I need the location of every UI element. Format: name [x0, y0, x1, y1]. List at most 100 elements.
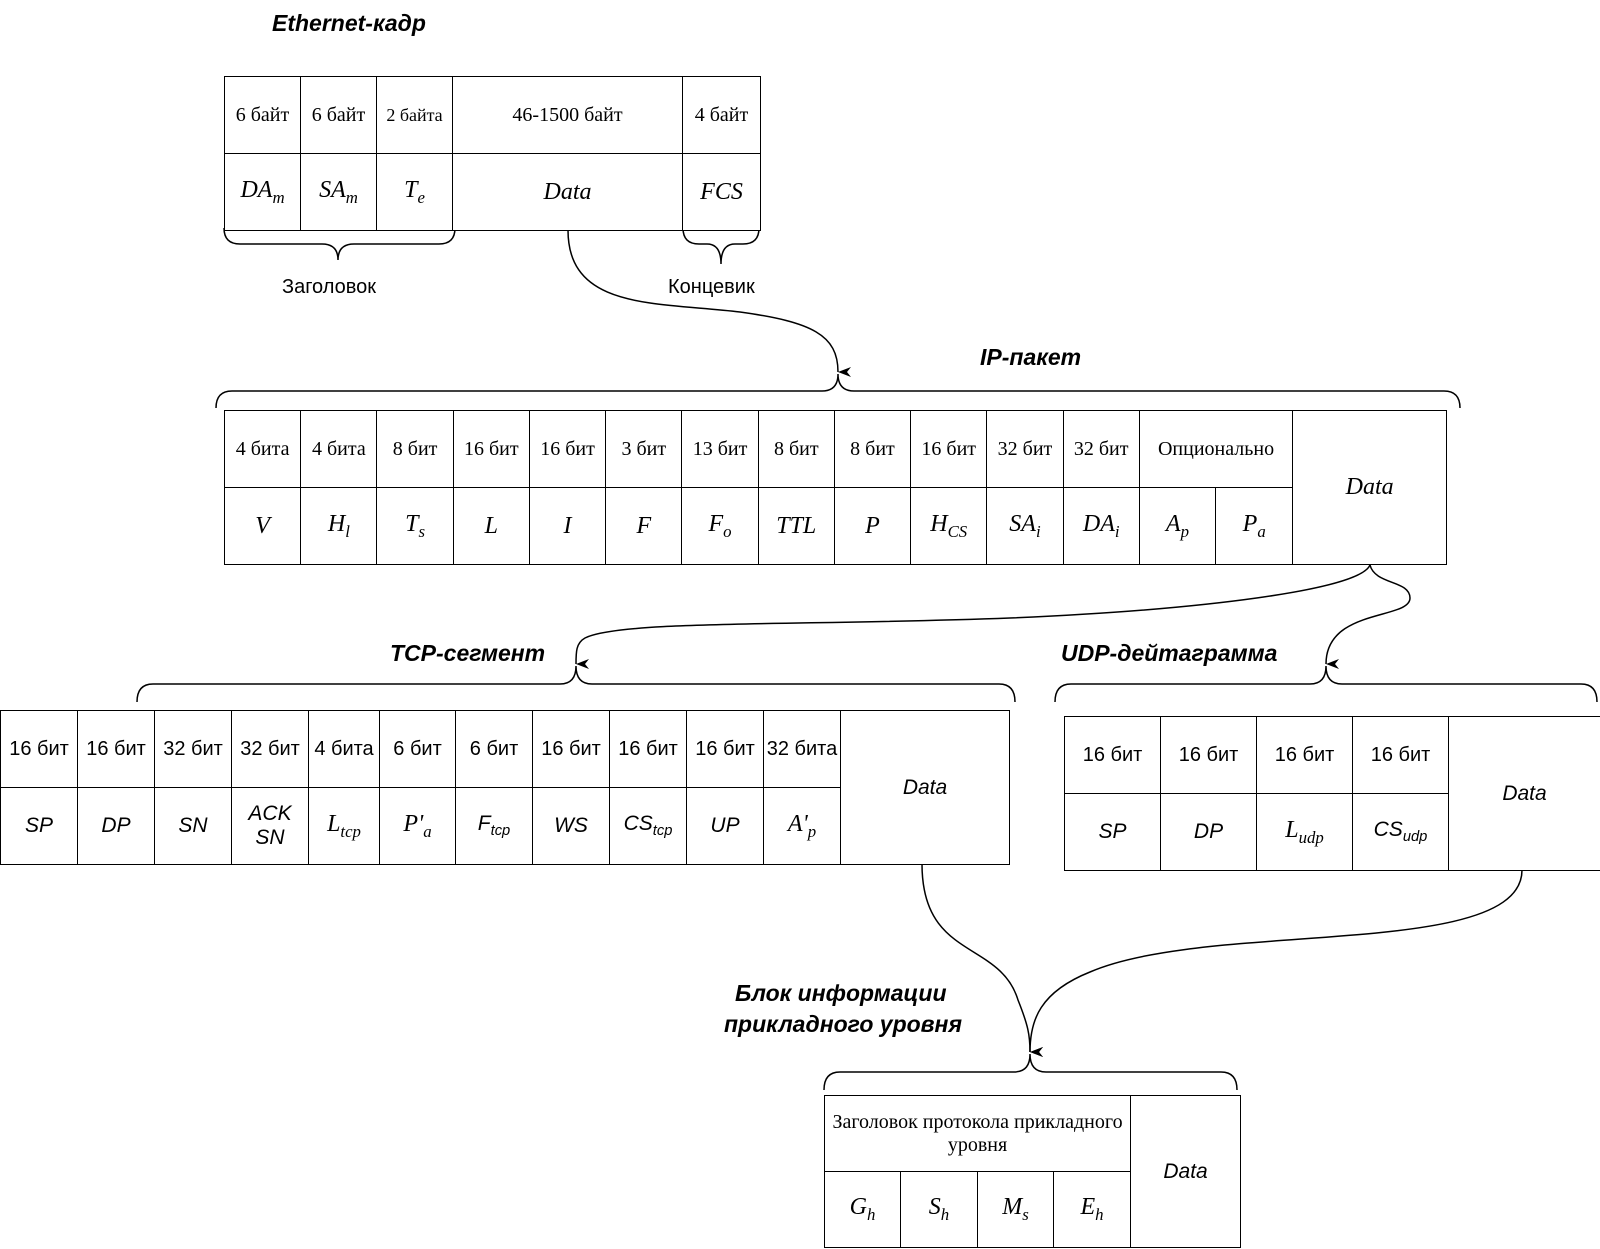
tcp-size-cell: 16 бит	[532, 710, 610, 788]
ip-size-cell: 4 бита	[300, 410, 378, 488]
ip-size-cell: 8 бит	[376, 410, 454, 488]
ip-field-v: V	[223, 487, 302, 565]
app-field-gh-subscript: h	[866, 1204, 876, 1224]
udp-field-sp-base: SP	[1098, 820, 1127, 843]
app-field-sh-subscript: h	[940, 1204, 950, 1224]
ip-field-l-base: L	[484, 512, 498, 539]
udp-field-ludp-subscript: udp	[1298, 827, 1324, 847]
ethernet-header-label: Заголовок	[282, 276, 377, 298]
ethernet-field-data-base: Data	[543, 178, 592, 205]
ip-field-ap-base: A	[1165, 510, 1181, 537]
app-field-ms-subscript: s	[1022, 1204, 1029, 1224]
app-block-title-line2: прикладного уровня	[724, 1011, 962, 1037]
ip-field-pa-subscript: a	[1257, 521, 1266, 541]
ip-field-ttl: TTL	[757, 487, 835, 565]
udp-field-ludp-base: L	[1285, 816, 1299, 843]
tcp-field-ws: WS	[532, 787, 610, 865]
tcp-segment-brace	[136, 665, 1016, 703]
tcp-field-sn-base: SN	[178, 814, 208, 837]
tcp-field-a-p-base: A'	[787, 810, 808, 837]
tcp-size-cell: 16 бит	[77, 710, 155, 788]
ip-size-cell: 4 бита	[223, 410, 302, 488]
app-data-cell: Data	[1130, 1095, 1242, 1248]
ip-field-pa-base: P	[1242, 510, 1258, 537]
ethernet-size-cell: 6 байт	[224, 76, 301, 154]
tcp-size-cell: 32 бита	[763, 710, 841, 788]
udp-field-csudp-subscript: udp	[1402, 829, 1428, 846]
tcp-field-ftcp: Ftcp	[455, 787, 533, 865]
udp-field-dp-base: DP	[1193, 820, 1224, 843]
ip-field-l: L	[452, 487, 530, 565]
tcp-size-cell: 16 бит	[0, 710, 78, 788]
ethernet-field-sam-subscript: m	[345, 187, 358, 207]
ethernet-size-cell: 6 байт	[300, 76, 377, 154]
tcp-field-cstcp-base: CS	[623, 812, 653, 836]
ethernet-field-te-subscript: e	[417, 187, 425, 207]
ip-field-sai: SAi	[986, 487, 1064, 565]
ip-field-fo-base: F	[708, 510, 724, 537]
ip-size-cell: 13 бит	[681, 410, 759, 488]
tcp-data-cell: Data	[840, 710, 1010, 865]
ip-field-ts-subscript: s	[418, 521, 426, 541]
ip-field-hl-base: H	[327, 510, 346, 537]
tcp-field-ftcp-base: F	[477, 812, 491, 836]
ethernet-field-dam-subscript: m	[272, 187, 285, 207]
ip-packet-title: IP-пакет	[980, 344, 1082, 370]
tcp-field-a-p: A'p	[763, 787, 841, 865]
udp-size-cell: 16 бит	[1256, 716, 1353, 794]
ip-field-f: F	[605, 487, 683, 565]
ip-field-i: I	[528, 487, 607, 565]
tcp-field-dp: DP	[77, 787, 155, 865]
tcp-field-sn: SN	[154, 787, 232, 865]
ip-data-cell: Data	[1292, 410, 1447, 565]
tcp-field-ltcp: Ltcp	[308, 787, 380, 865]
ip-field-hl-subscript: l	[345, 521, 350, 541]
tcp-field-ltcp-subscript: tcp	[340, 821, 361, 841]
tcp-size-cell: 6 бит	[455, 710, 533, 788]
app-protocol-header-cell: Заголовок протокола прикладного уровня	[823, 1095, 1132, 1172]
ip-field-p: P	[833, 487, 912, 565]
ip-size-cell: 8 бит	[757, 410, 835, 488]
ip-size-cell: 32 бит	[1062, 410, 1140, 488]
ethernet-field-dam: DAm	[224, 153, 301, 231]
ip-size-cell: 8 бит	[833, 410, 912, 488]
app-field-sh-base: S	[928, 1194, 941, 1221]
ethernet-header-brace	[223, 227, 456, 261]
ip-field-hcs-subscript: CS	[947, 521, 968, 541]
app-field-eh: Eh	[1052, 1171, 1132, 1248]
ip-size-cell: 16 бит	[452, 410, 530, 488]
ethernet-field-te: Te	[376, 153, 453, 231]
ip-field-ap-subscript: p	[1180, 521, 1189, 541]
ip-field-sai-base: SA	[1009, 510, 1036, 537]
ip-field-f-base: F	[636, 512, 652, 539]
ip-field-ts-base: T	[405, 510, 419, 537]
tcp-size-cell: 6 бит	[379, 710, 456, 788]
tcp-size-cell: 32 бит	[231, 710, 309, 788]
tcp-field-ws-base: WS	[554, 814, 588, 837]
ip-field-fo: Fo	[681, 487, 759, 565]
udp-to-app-arrow	[1029, 869, 1523, 1058]
tcp-to-app-arrow	[921, 863, 1044, 1057]
app-block-title-line1: Блок информации	[735, 980, 947, 1006]
app-field-gh: Gh	[824, 1171, 901, 1248]
tcp-size-cell: 16 бит	[609, 710, 687, 788]
tcp-field-sp-base: SP	[24, 814, 53, 837]
udp-size-cell: 16 бит	[1352, 716, 1449, 794]
ethernet-field-data: Data	[452, 153, 683, 231]
ip-field-hcs-base: H	[930, 510, 948, 537]
tcp-size-cell: 32 бит	[154, 710, 232, 788]
tcp-field-sp: SP	[0, 787, 78, 865]
ethernet-to-ip-arrow	[567, 229, 852, 377]
ip-field-i-base: I	[563, 512, 572, 539]
ip-field-hl: Hl	[300, 487, 378, 565]
ethernet-field-fcs: FCS	[682, 153, 761, 231]
udp-size-cell: 16 бит	[1064, 716, 1161, 794]
ip-field-ap: Ap	[1138, 487, 1217, 565]
udp-datagram-title: UDP-дейтаграмма	[1061, 640, 1278, 666]
ip-field-pa: Pa	[1215, 487, 1294, 565]
ip-field-dai: DAi	[1062, 487, 1140, 565]
ethernet-trailer-brace	[682, 227, 760, 265]
